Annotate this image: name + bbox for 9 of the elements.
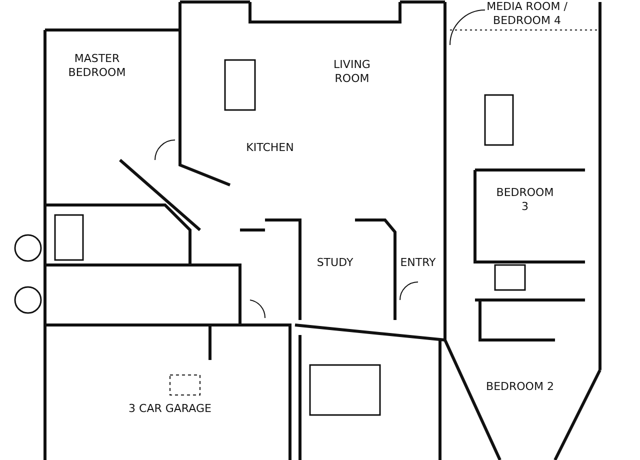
room-label: KITCHEN [245, 141, 295, 155]
room-label: STUDY [316, 256, 354, 270]
room-label: BEDROOM 2 [485, 380, 555, 394]
room-label: 3 CAR GARAGE [128, 402, 212, 416]
room-label: BEDROOM 3 [495, 186, 555, 214]
room-label: ENTRY [399, 256, 437, 270]
room-label: MEDIA ROOM / BEDROOM 4 [486, 0, 568, 28]
room-label: MASTER BEDROOM [67, 52, 127, 80]
room-label: LIVING ROOM [332, 58, 372, 86]
